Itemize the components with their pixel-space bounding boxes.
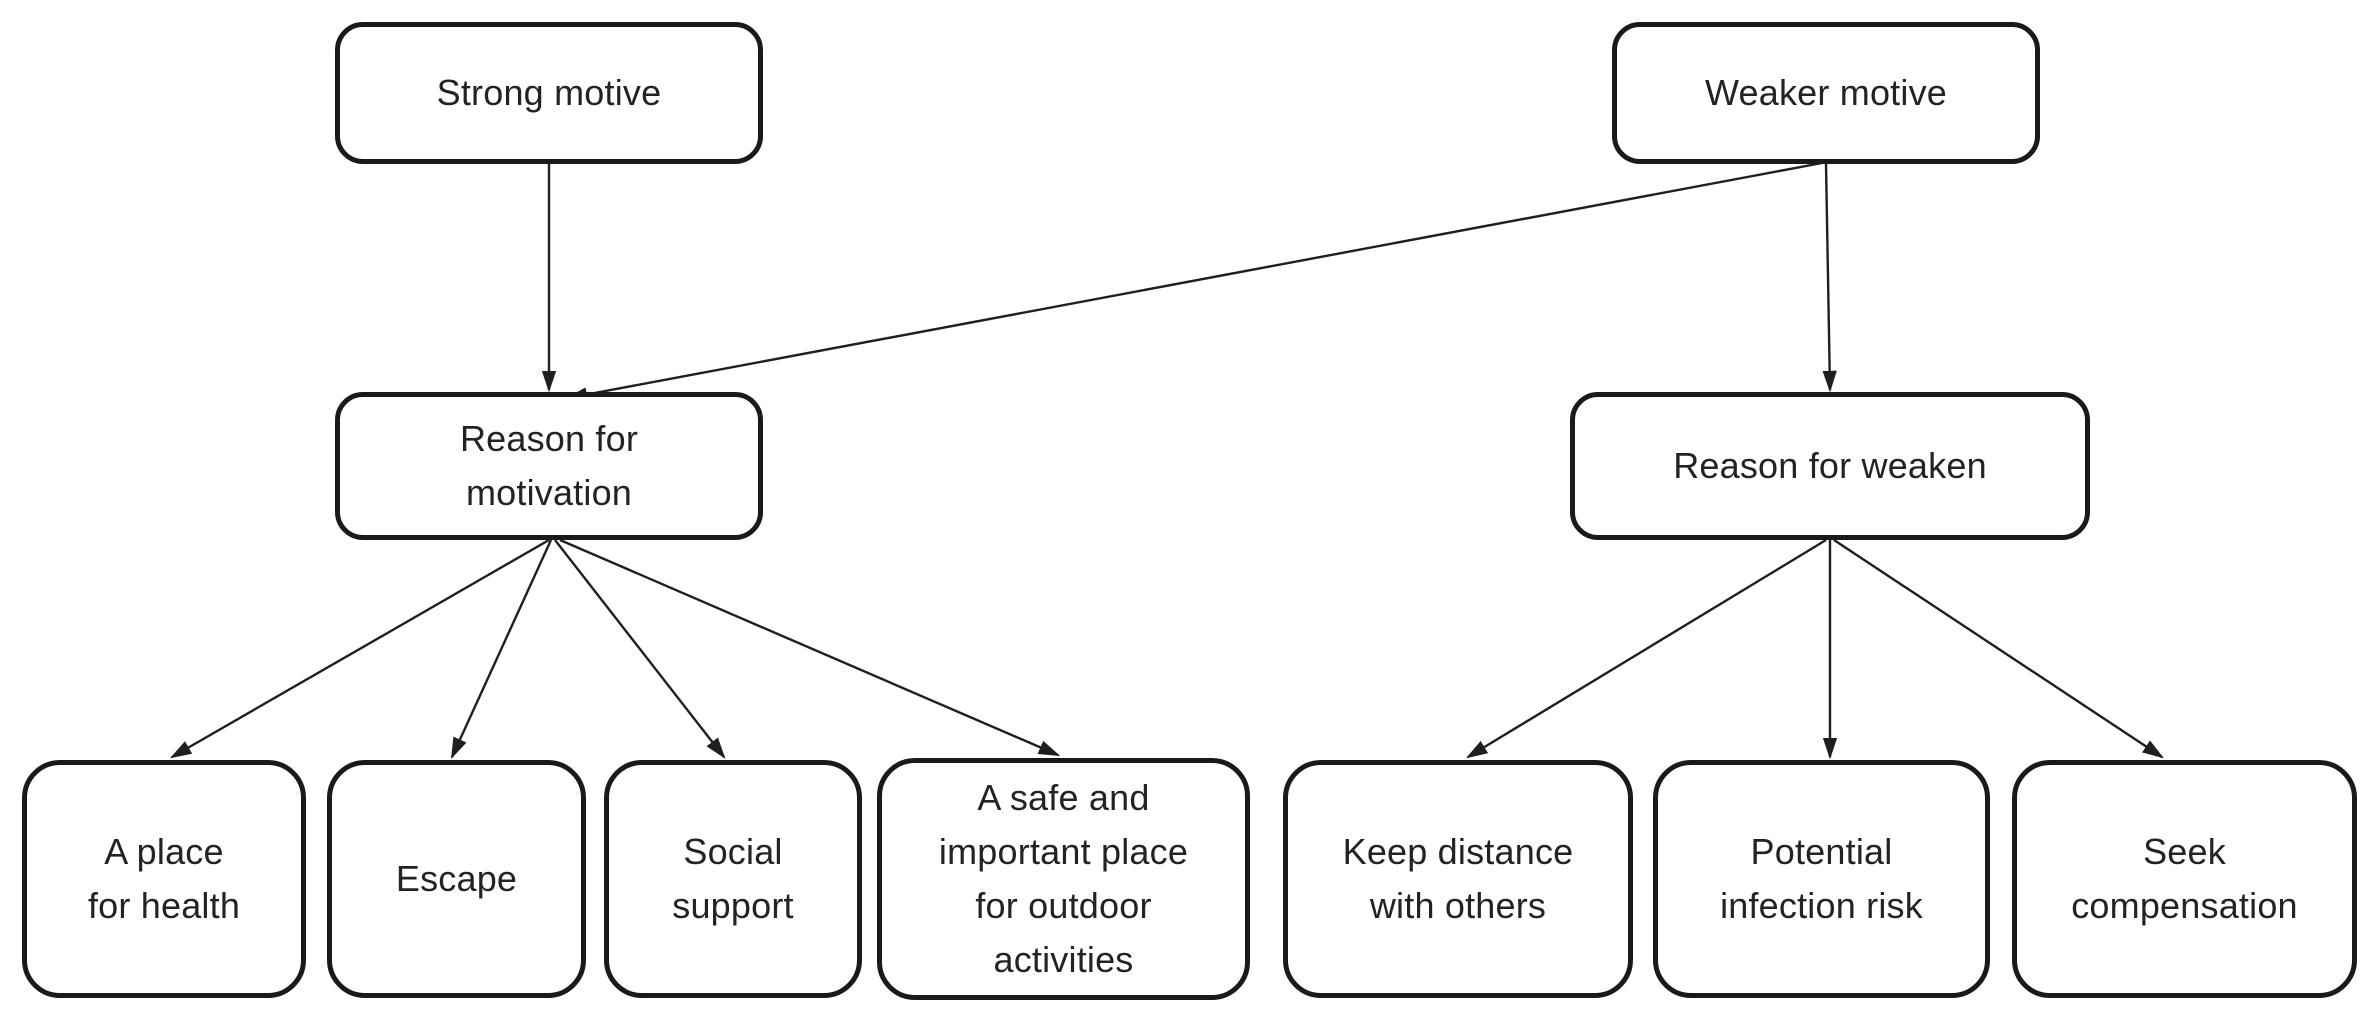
edge-weaker-motive-to-reason-weaken bbox=[1822, 163, 1837, 393]
node-label: Social support bbox=[672, 831, 794, 926]
node-label: Keep distance with others bbox=[1342, 831, 1574, 926]
node-label: Strong motive bbox=[436, 72, 662, 113]
node-potential-infection-risk: Potential infection risk bbox=[1653, 760, 1990, 998]
node-keep-distance-with-others: Keep distance with others bbox=[1283, 760, 1633, 998]
node-label: Seek compensation bbox=[2071, 831, 2298, 926]
node-label: Potential infection risk bbox=[1720, 831, 1923, 926]
node-seek-compensation: Seek compensation bbox=[2012, 760, 2357, 998]
node-label: Reason for weaken bbox=[1673, 445, 1987, 486]
node-social-support: Social support bbox=[604, 760, 862, 998]
node-label: A place for health bbox=[87, 831, 241, 926]
edge-reason-motivation-to-social-support bbox=[554, 539, 726, 759]
edge-reason-motivation-to-safe-place bbox=[559, 538, 1061, 757]
node-a-place-for-health: A place for health bbox=[22, 760, 306, 998]
node-label: Weaker motive bbox=[1704, 72, 1947, 113]
edge-weaker-motive-to-reason-motivation bbox=[565, 161, 1823, 402]
node-reason-for-motivation: Reason for motivation bbox=[335, 392, 763, 540]
edge-reason-weaken-to-seek-compensation bbox=[1833, 538, 2165, 759]
edge-lines bbox=[169, 161, 2165, 760]
edge-reason-motivation-to-place-for-health bbox=[169, 538, 550, 759]
node-escape: Escape bbox=[327, 760, 586, 998]
node-safe-place-outdoor-activities: A safe and important place for outdoor a… bbox=[877, 758, 1250, 1000]
node-label: Escape bbox=[395, 858, 518, 899]
edge-reason-weaken-to-keep-distance bbox=[1465, 538, 1827, 759]
node-label: Reason for motivation bbox=[459, 418, 639, 513]
node-strong-motive: Strong motive bbox=[335, 22, 763, 164]
edge-reason-motivation-to-escape bbox=[450, 539, 553, 760]
node-weaker-motive: Weaker motive bbox=[1612, 22, 2040, 164]
node-reason-for-weaken: Reason for weaken bbox=[1570, 392, 2090, 540]
node-label: A safe and important place for outdoor a… bbox=[938, 777, 1189, 980]
